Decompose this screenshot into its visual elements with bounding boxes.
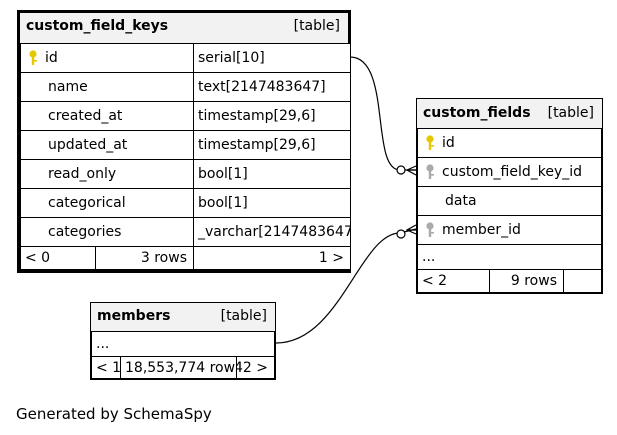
key-icon [426,135,434,150]
foreign-key-icon [426,222,434,237]
column-cell-id: id [417,128,602,158]
column-type: serial[10] [193,43,351,73]
fk-end-crowfoot [405,224,417,235]
column-type: _varchar[2147483647] [193,217,351,247]
fk-line-custom-field-key [349,56,416,171]
column-name: custom_field_key_id [442,164,583,180]
footer-row-count: 9 rows [489,269,564,293]
column-name: data [417,186,602,216]
column-name: updated_at [20,130,194,160]
column-type: timestamp[29,6] [193,101,351,131]
column-type: bool[1] [193,159,351,189]
fk-end-circle [396,165,406,175]
footer-children[interactable]: 1 > [193,246,351,270]
column-name: categorical [20,188,194,218]
table-custom-fields[interactable]: custom_fields [table] id custom_field_ke… [416,98,603,294]
column-name: name [20,72,194,102]
fk-end-crowfoot [405,165,417,176]
footer-row-count: 18,553,774 rows [120,356,237,379]
table-tag: [table] [547,105,594,121]
column-name: categories [20,217,194,247]
fk-line-member [275,228,417,344]
table-tag: [table] [220,308,267,324]
column-type: bool[1] [193,188,351,218]
column-cell-id: id [20,43,194,73]
table-title: custom_fields [423,105,531,121]
column-cell-member-id: member_id [417,215,602,245]
column-type: timestamp[29,6] [193,130,351,160]
foreign-key-icon [426,164,434,179]
footer-row-count: 3 rows [95,246,194,270]
column-name: id [45,50,58,66]
column-type: text[2147483647] [193,72,351,102]
footer-parents[interactable]: < 1 [91,356,121,379]
footer-parents[interactable]: < 0 [20,246,96,270]
table-title: custom_field_keys [26,18,169,34]
column-name: created_at [20,101,194,131]
column-name: id [442,135,455,151]
column-name: read_only [20,159,194,189]
footer-children[interactable] [563,269,602,293]
column-ellipsis: ... [417,244,602,270]
table-tag: [table] [293,18,340,34]
footer-children[interactable]: 42 > [236,356,275,379]
column-name: member_id [442,222,521,238]
table-members[interactable]: members [table] ... < 1 18,553,774 rows … [90,302,276,380]
key-icon [29,50,37,65]
fk-end-circle [396,229,406,239]
table-title: members [97,308,171,324]
table-custom-field-keys[interactable]: custom_field_keys [table] id serial[10] … [17,10,351,273]
footer-parents[interactable]: < 2 [417,269,490,293]
column-cell-custom-field-key-id: custom_field_key_id [417,157,602,187]
generated-by-label: Generated by SchemaSpy [16,405,212,423]
column-ellipsis: ... [91,331,275,357]
